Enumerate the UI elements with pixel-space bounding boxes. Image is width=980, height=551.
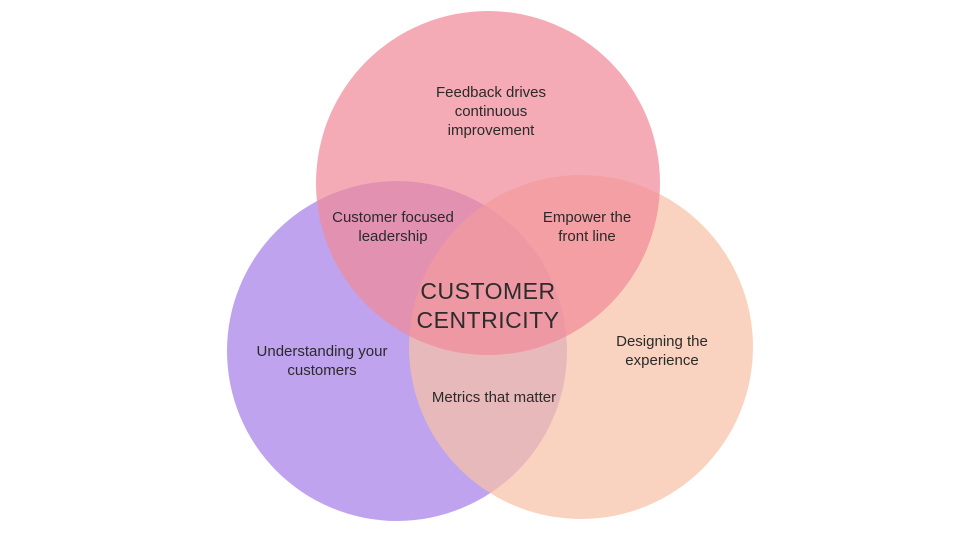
label-customer-focused-leadership: Customer focused leadership [332, 209, 454, 245]
label-feedback: Feedback drives continuous improvement [435, 84, 547, 139]
label-designing-experience: Designing the experience [616, 333, 708, 369]
circle-top [316, 11, 660, 355]
label-metrics-that-matter: Metrics that matter [431, 389, 557, 406]
center-title: CUSTOMER CENTRICITY [416, 278, 560, 333]
label-empower-front-line: Empower the front line [542, 209, 632, 245]
label-understanding-customers: Understanding your customers [256, 343, 388, 379]
